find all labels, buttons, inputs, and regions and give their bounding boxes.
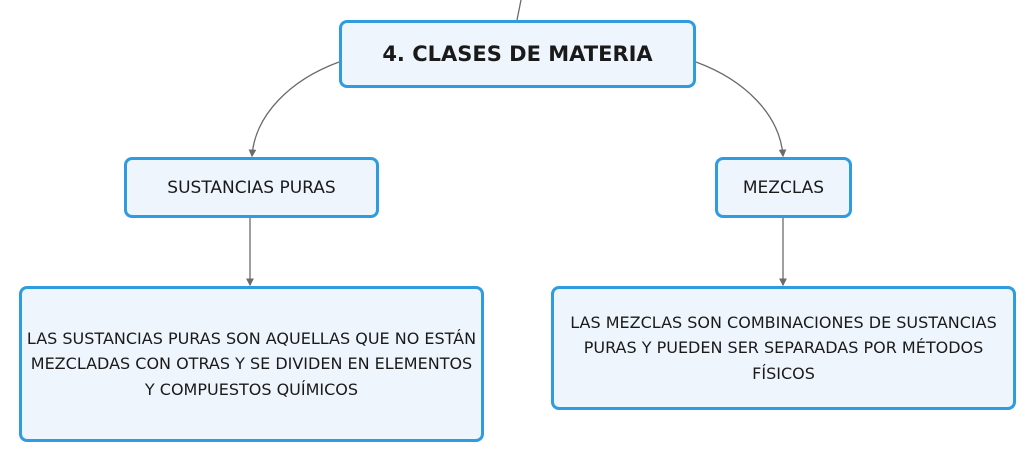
parent-connector	[516, 0, 522, 21]
root-node-label: 4. CLASES DE MATERIA	[382, 42, 653, 66]
node-mezclas-detail-text: LAS MEZCLAS SON COMBINACIONES DE SUSTANC…	[570, 312, 997, 383]
node-mezclas[interactable]: MEZCLAS	[715, 157, 852, 218]
node-sustancias-puras-label: SUSTANCIAS PURAS	[167, 177, 336, 198]
node-sustancias-puras-detail-text: LAS SUSTANCIAS PURAS SON AQUELLAS QUE NO…	[26, 328, 477, 399]
node-mezclas-label: MEZCLAS	[742, 177, 825, 198]
node-mezclas-detail[interactable]: LAS MEZCLAS SON COMBINACIONES DE SUSTANC…	[551, 286, 1016, 410]
connector-root-to-mezclas	[695, 61, 787, 158]
root-node[interactable]: 4. CLASES DE MATERIA	[339, 20, 696, 88]
node-sustancias-puras-detail[interactable]: LAS SUSTANCIAS PURAS SON AQUELLAS QUE NO…	[19, 286, 484, 442]
node-sustancias-puras[interactable]: SUSTANCIAS PURAS	[124, 157, 379, 218]
connector-root-to-sustancias	[248, 61, 340, 158]
